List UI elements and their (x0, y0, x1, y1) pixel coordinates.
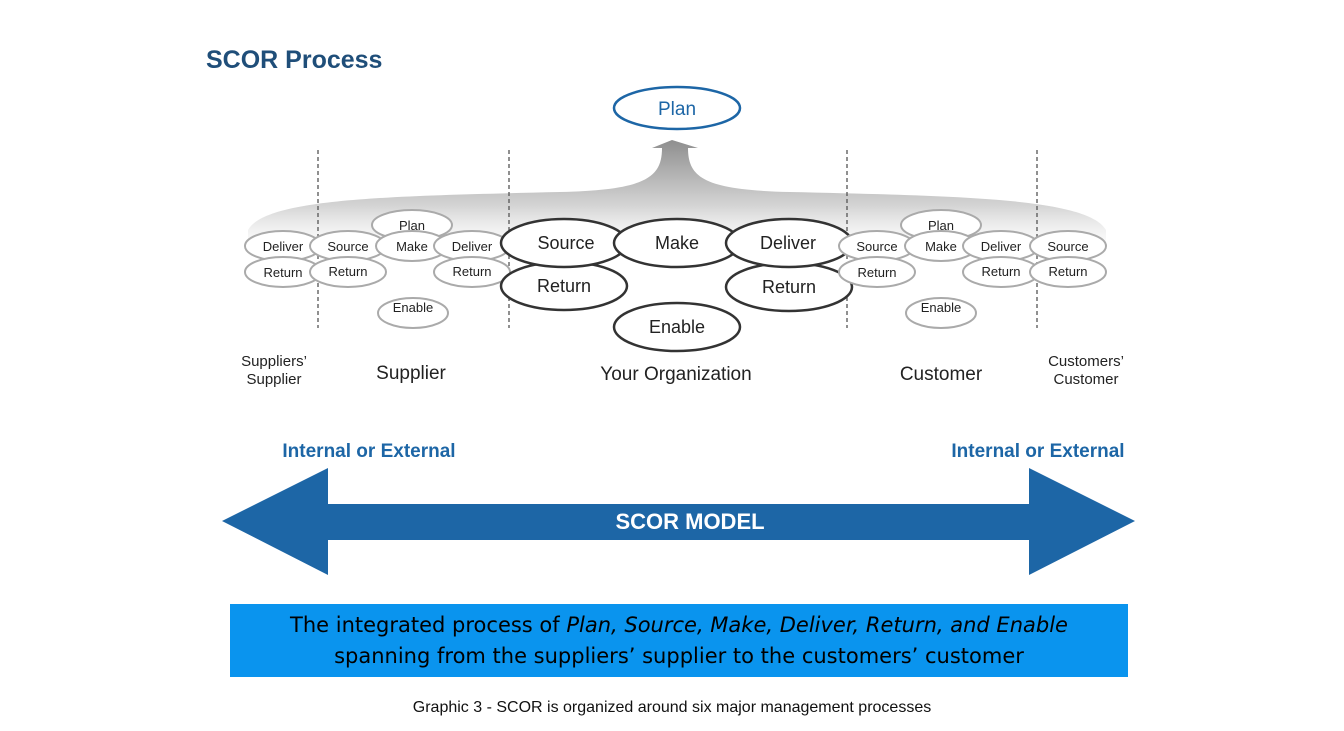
cus-plan: Plan (928, 218, 954, 233)
sup-source: Source (327, 239, 368, 254)
cus-source: Source (856, 239, 897, 254)
banner-prefix: The integrated process of (290, 613, 567, 637)
sup-plan: Plan (399, 218, 425, 233)
customers-customer-nodes (1029, 230, 1107, 288)
label-customers-customer-2: Customer (1053, 371, 1118, 388)
org-make: Make (655, 233, 699, 253)
org-source: Source (537, 233, 594, 253)
label-customer: Customer (900, 364, 983, 385)
label-your-organization: Your Organization (600, 364, 751, 385)
cus-return2: Return (981, 264, 1020, 279)
summary-banner: The integrated process of Plan, Source, … (230, 604, 1128, 677)
org-nodes (499, 217, 854, 353)
scor-model-arrow (222, 468, 1135, 575)
cus-enable: Enable (921, 300, 961, 315)
label-supplier: Supplier (376, 363, 446, 384)
internal-external-left: Internal or External (282, 441, 455, 462)
sup-return2: Return (452, 264, 491, 279)
ss-deliver: Deliver (263, 239, 304, 254)
label-suppliers-supplier-1: Suppliers’ (241, 353, 307, 370)
ss-return: Return (263, 265, 302, 280)
sup-enable: Enable (393, 300, 433, 315)
internal-external-right: Internal or External (951, 441, 1124, 462)
label-suppliers-supplier-2: Supplier (246, 371, 301, 388)
banner-line-2: spanning from the suppliers’ supplier to… (334, 644, 1024, 668)
cc-source: Source (1047, 239, 1088, 254)
org-deliver: Deliver (760, 233, 816, 253)
figure-caption: Graphic 3 - SCOR is organized around six… (412, 699, 932, 716)
plan-top-label: Plan (658, 99, 696, 120)
sup-make: Make (396, 239, 428, 254)
supplier-nodes (309, 209, 511, 329)
cus-return: Return (857, 265, 896, 280)
plan-top-node: Plan (612, 85, 742, 131)
cus-deliver: Deliver (981, 239, 1022, 254)
banner-line-1: The integrated process of Plan, Source, … (230, 610, 1128, 641)
banner-italic: Plan, Source, Make, Deliver, Return, and… (566, 613, 1068, 637)
diagram-title: SCOR Process (206, 46, 383, 74)
scor-model-label: SCOR MODEL (615, 509, 764, 534)
org-return-right: Return (762, 277, 816, 297)
cus-make: Make (925, 239, 957, 254)
sup-deliver: Deliver (452, 239, 493, 254)
sup-return: Return (328, 264, 367, 279)
label-customers-customer-1: Customers’ (1048, 353, 1124, 370)
cc-return: Return (1048, 264, 1087, 279)
org-return-left: Return (537, 276, 591, 296)
org-enable: Enable (649, 317, 705, 337)
customer-nodes (838, 209, 1040, 329)
